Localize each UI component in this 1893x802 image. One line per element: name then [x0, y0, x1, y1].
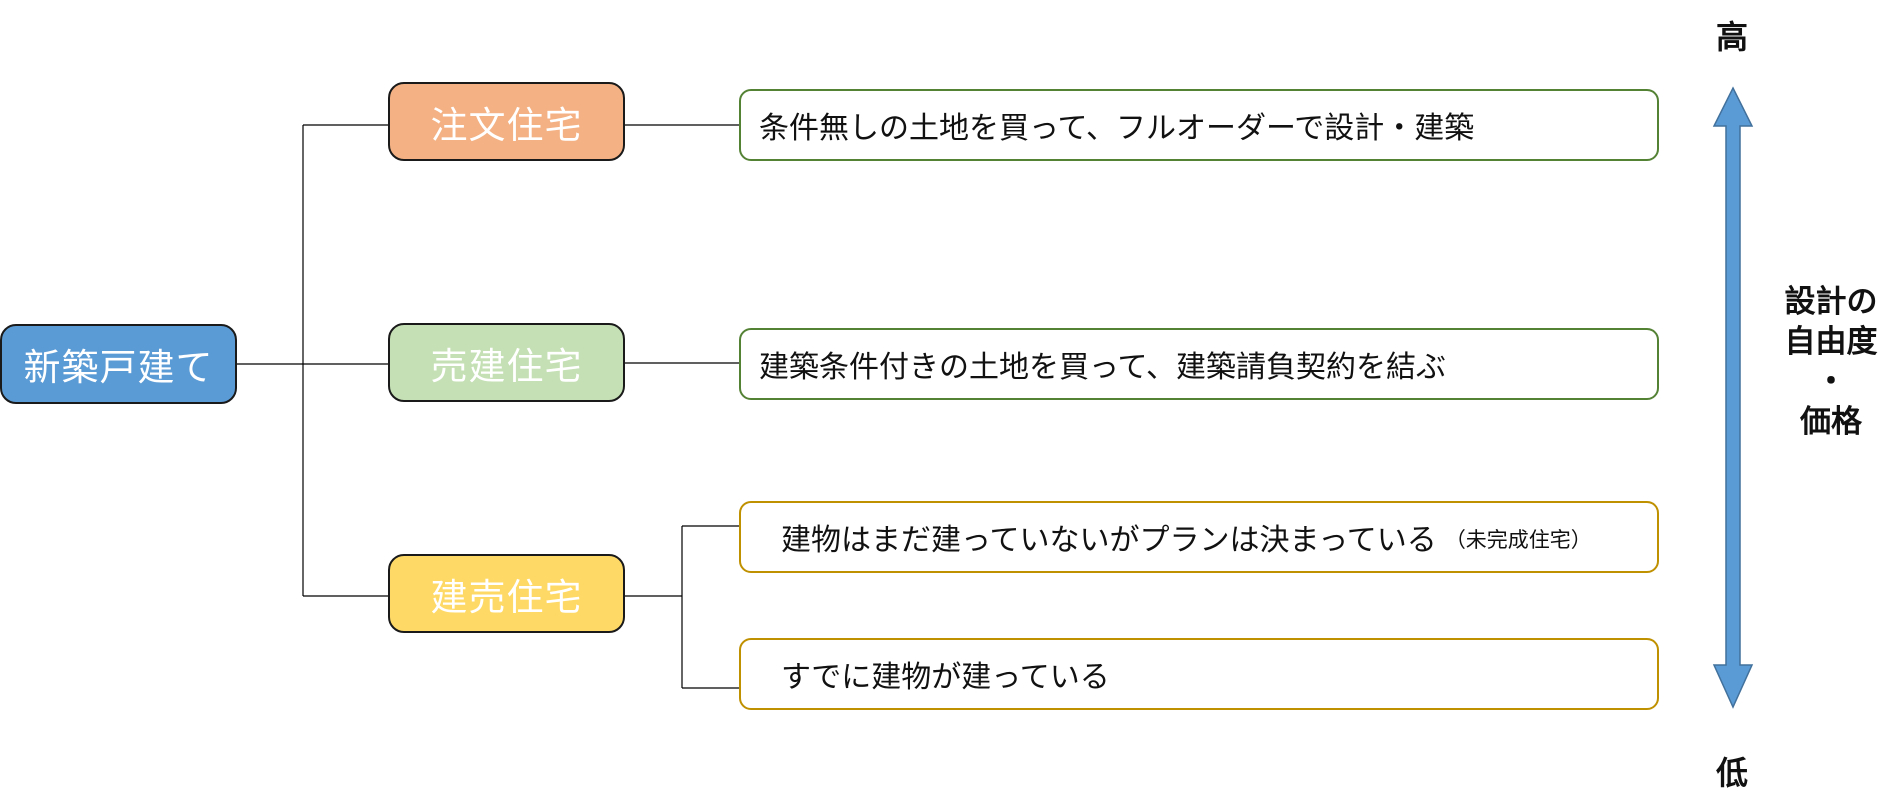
category-label: 建売住宅: [430, 575, 583, 619]
description-box: 条件無しの土地を買って、フルオーダーで設計・建築: [739, 89, 1659, 161]
description-text: 条件無しの土地を買って、フルオーダーで設計・建築: [759, 111, 1475, 146]
root-label: 新築戸建て: [23, 346, 214, 389]
description-box: 建築条件付きの土地を買って、建築請負契約を結ぶ: [739, 328, 1659, 400]
description-text: 建物はまだ建っていないがプランは決まっている: [781, 523, 1437, 558]
category-chuumon: 注文住宅: [388, 82, 625, 161]
double-arrow: [1712, 86, 1754, 709]
category-uritate: 売建住宅: [388, 323, 625, 402]
axis-caption-line: ・: [1815, 364, 1847, 400]
description-box: すでに建物が建っている: [739, 638, 1659, 710]
axis-caption-line: 設計の: [1784, 284, 1878, 320]
axis-caption-line: 自由度: [1784, 324, 1878, 360]
axis-caption-line: 価格: [1800, 404, 1862, 440]
tree-connectors: [237, 124, 739, 689]
root-node: 新築戸建て: [0, 324, 237, 404]
category-label: 注文住宅: [430, 103, 583, 147]
description-note: （未完成住宅）: [1444, 528, 1592, 552]
description-text: 建築条件付きの土地を買って、建築請負契約を結ぶ: [759, 350, 1446, 385]
axis-caption: 設計の 自由度 ・ 価格: [1768, 282, 1893, 442]
category-label: 売建住宅: [430, 344, 583, 388]
scale-high-label: 高: [1715, 18, 1748, 56]
description-text: すでに建物が建っている: [781, 660, 1110, 695]
scale-low-label: 低: [1715, 754, 1748, 792]
category-tateuri: 建売住宅: [388, 554, 625, 633]
description-box: 建物はまだ建っていないがプランは決まっている （未完成住宅）: [739, 501, 1659, 573]
